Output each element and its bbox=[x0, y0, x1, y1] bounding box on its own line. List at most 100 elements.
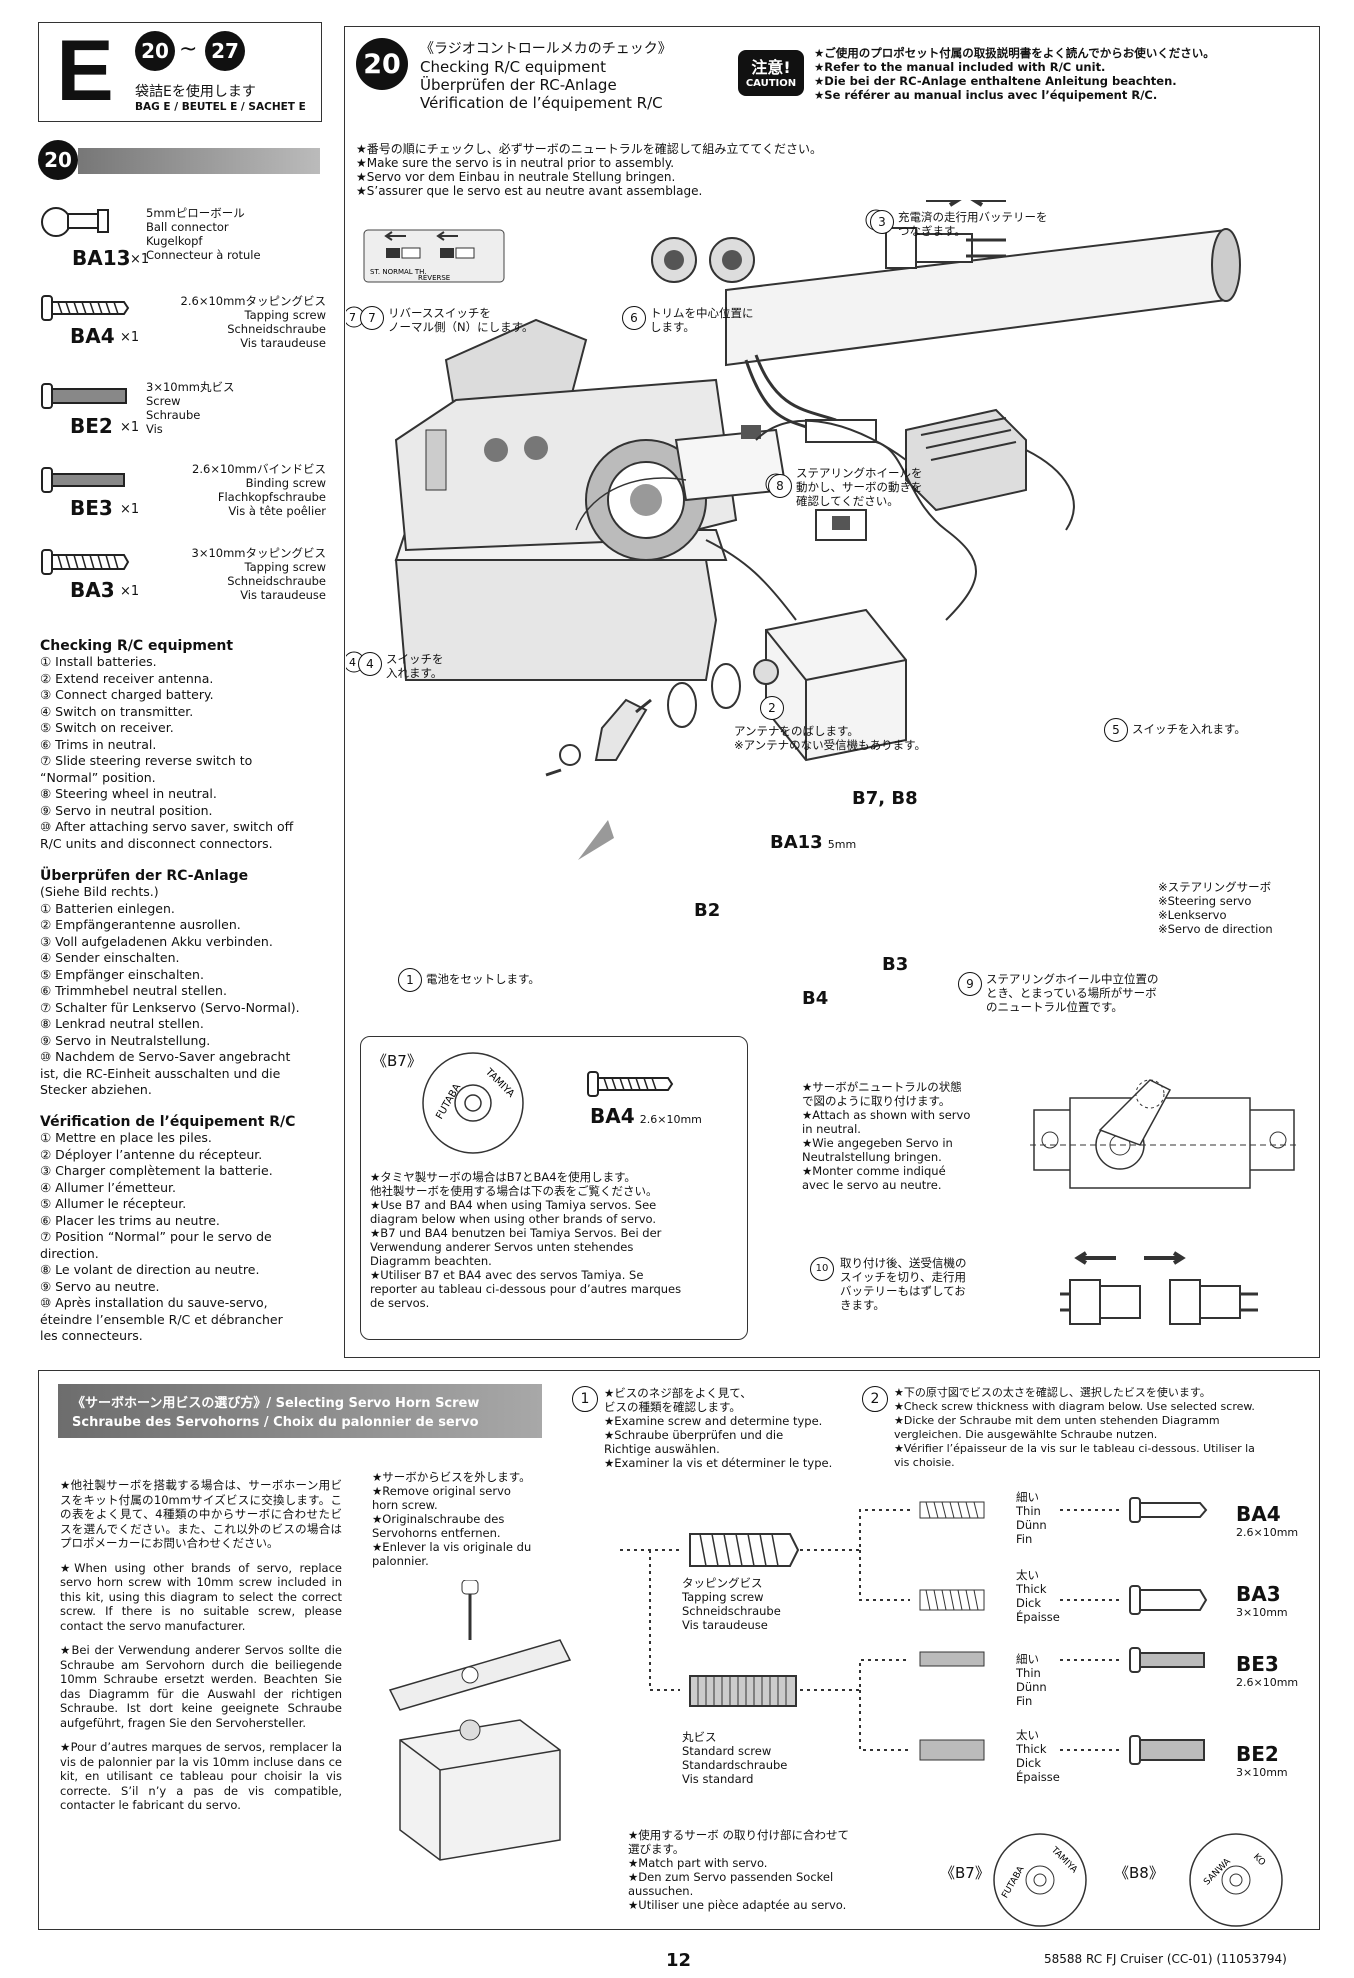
callout-5: 5 bbox=[1104, 718, 1128, 742]
part-be2: BE2 ×1 3×10mm丸ビス Screw Schraube Vis bbox=[40, 378, 330, 450]
bag-jp: 袋詰Eを使用します bbox=[135, 84, 256, 100]
b4-label: B4 bbox=[802, 988, 829, 1009]
switch-reverse-label: REVERSE bbox=[418, 274, 450, 282]
b3-label: B3 bbox=[882, 954, 909, 975]
callout-6: 6 bbox=[622, 306, 646, 330]
result-code: BA3 bbox=[1236, 1582, 1281, 1606]
callout-4: 4 bbox=[358, 652, 382, 676]
caution-badge: 注意! CAUTION bbox=[738, 50, 804, 96]
checklist-items: (Siehe Bild rechts.) ① Batterien einlege… bbox=[40, 884, 300, 1097]
step-from-badge: 20 bbox=[135, 31, 175, 71]
select-step-2: 2 bbox=[862, 1386, 888, 1412]
b7-ba4-label: BA4 2.6×10mm bbox=[590, 1104, 702, 1128]
round-screw-icon bbox=[41, 383, 127, 409]
steering-servo-label: ※ステアリングサーボ ※Steering servo ※Lenkservo ※S… bbox=[1158, 880, 1273, 936]
ba13-label: BA13 5mm bbox=[770, 832, 856, 853]
b7-info-box bbox=[360, 1036, 748, 1340]
tapping-screw-label: タッピングビス Tapping screw Schneidschraube Vi… bbox=[682, 1576, 781, 1632]
servo-horn-title-bar: 《サーボホーン用ビスの選び方》/ Selecting Servo Horn Sc… bbox=[58, 1384, 542, 1438]
instr-en: ★When using other brands of servo, repla… bbox=[60, 1560, 342, 1633]
b7-horn-icon: FUTABA TAMIYA bbox=[422, 1052, 524, 1154]
part-desc: 3×10mmタッピングビス Tapping screw Schneidschra… bbox=[191, 546, 327, 602]
battery-connector-closeup bbox=[885, 200, 1006, 269]
instr-de: ★Bei der Verwendung anderer Servos sollt… bbox=[60, 1643, 342, 1730]
ba4-code: BA4 bbox=[590, 1104, 635, 1128]
step-title-en: Checking R/C equipment bbox=[420, 58, 606, 76]
b7-option-horn-icon: FUTABA TAMIYA bbox=[993, 1833, 1087, 1927]
part-code: BA3 bbox=[70, 578, 115, 602]
disconnect-diagram bbox=[1060, 1251, 1258, 1325]
callout-2-text: アンテナをのばします。 ※アンテナのない受信機もあります。 bbox=[734, 724, 927, 752]
checklist-fr: Vérification de l’équipement R/C ① Mettr… bbox=[40, 1114, 340, 1345]
checklist-de: Überprüfen der RC-Anlage (Siehe Bild rec… bbox=[40, 868, 340, 1099]
step-title: 《ラジオコントロールメカのチェック》 Checking R/C equipmen… bbox=[420, 38, 672, 112]
svg-text:4: 4 bbox=[349, 656, 356, 669]
part-qty: ×1 bbox=[120, 420, 140, 435]
part-ba3: BA3 ×1 3×10mmタッピングビス Tapping screw Schne… bbox=[40, 544, 330, 616]
checklist-items: ① Install batteries. ② Extend receiver a… bbox=[40, 654, 294, 851]
battery-pack bbox=[725, 228, 1241, 443]
part-qty: ×1 bbox=[120, 330, 140, 345]
part-code: BE2 bbox=[70, 414, 113, 438]
standard-screw-label: 丸ビス Standard screw Standardschraube Vis … bbox=[682, 1730, 788, 1786]
callout-10: 10 bbox=[810, 1256, 834, 1281]
result-size: 3×10mm bbox=[1236, 1766, 1288, 1779]
part-code: BA13 bbox=[72, 246, 131, 270]
b8-option-horn-icon: SANWA KO bbox=[1189, 1833, 1283, 1927]
b2-label: B2 bbox=[694, 900, 721, 921]
part-desc: 3×10mm丸ビス Screw Schraube Vis bbox=[146, 380, 235, 436]
step-20-badge: 20 bbox=[356, 38, 408, 90]
remove-screw-note: ★サーボからビスを外します。 ★Remove original servo ho… bbox=[372, 1470, 532, 1568]
thick-label-1: 太い Thick Dick Épaisse bbox=[1016, 1568, 1060, 1624]
part-ba13: BA13 ×1 5mmピローボール Ball connector Kugelko… bbox=[40, 200, 330, 270]
result-ba4: BA4 2.6×10mm bbox=[1236, 1502, 1298, 1539]
caution-jp: 注意! bbox=[751, 58, 791, 77]
binding-screw-icon bbox=[41, 467, 125, 493]
result-code: BE2 bbox=[1236, 1742, 1279, 1766]
svg-text:7: 7 bbox=[349, 311, 356, 324]
servo-horn-removal-diagram bbox=[388, 1580, 572, 1861]
checklist-en: Checking R/C equipment ① Install batteri… bbox=[40, 638, 340, 852]
checklist-items: ① Mettre en place les piles. ② Déployer … bbox=[40, 1130, 283, 1343]
callout-10-text: 取り付け後、送受信機の スイッチを切り、走行用 バッテリーもはずしてお きます。 bbox=[840, 1256, 967, 1312]
checklist-title: Checking R/C equipment bbox=[40, 638, 234, 654]
parts-step-bar bbox=[78, 148, 320, 174]
trim-knobs-closeup bbox=[651, 237, 755, 283]
select-step-1-text: ★ビスのネジ部をよく見て、 ビスの種類を確認します。 ★Examine scre… bbox=[604, 1386, 833, 1470]
part-qty: ×1 bbox=[120, 584, 140, 599]
servo-horn-instructions: ★他社製サーボを搭載する場合は、サーボホーン用ビスをキット付属の10mmサイズビ… bbox=[60, 1478, 342, 1813]
result-code: BA4 bbox=[1236, 1502, 1281, 1526]
parts-step-badge: 20 bbox=[38, 140, 78, 180]
callout-3: 3 bbox=[870, 210, 894, 234]
callout-7: 7 bbox=[360, 306, 384, 330]
callout-number: 7 bbox=[360, 306, 384, 330]
caution-en: CAUTION bbox=[745, 78, 797, 89]
servo-horn-screw-panel bbox=[38, 1370, 1320, 1930]
result-size: 3×10mm bbox=[1236, 1606, 1288, 1619]
result-screws bbox=[1129, 1497, 1208, 1765]
step-tilde: ~ bbox=[179, 37, 198, 62]
result-size: 2.6×10mm bbox=[1236, 1526, 1299, 1539]
transmitter bbox=[394, 318, 738, 681]
switch-labels: ST. NORMAL TH. bbox=[370, 268, 427, 276]
caution-text: ★ご使用のプロポセット付属の取扱説明書をよく読んでからお使いください。 ★Ref… bbox=[814, 46, 1215, 102]
step-20-panel bbox=[344, 26, 1320, 1358]
step-number: 1 bbox=[572, 1386, 598, 1412]
part-code: BA4 bbox=[70, 324, 115, 348]
attach-note: ★サーボがニュートラルの状態 で図のように取り付けます。 ★Attach as … bbox=[802, 1080, 971, 1192]
part-ba4: BA4 ×1 2.6×10mmタッピングビス Tapping screw Sch… bbox=[40, 290, 330, 362]
page-number: 12 bbox=[666, 1950, 692, 1971]
rc-equipment-diagram: ST. NORMAL TH. REVERSE bbox=[346, 200, 1241, 860]
model-number: 58588 RC FJ Cruiser (CC-01) (11053794) bbox=[1044, 1952, 1287, 1966]
ba13-code: BA13 bbox=[770, 832, 823, 853]
thin-label-2: 細い Thin Dünn Fin bbox=[1016, 1652, 1047, 1708]
step-title-de: Überprüfen der RC-Anlage bbox=[420, 76, 617, 94]
part-qty: ×1 bbox=[120, 502, 140, 517]
checklist-title: Überprüfen der RC-Anlage bbox=[40, 868, 249, 884]
result-be2: BE2 3×10mm bbox=[1236, 1742, 1288, 1779]
callout-3-text: 充電済の走行用バッテリーを つなぎます。 bbox=[898, 210, 1048, 238]
b7b8-label: B7, B8 bbox=[852, 788, 918, 809]
callout-9-text: ステアリングホイール中立位置の とき、とまっている場所がサーボ のニュートラル位… bbox=[986, 972, 1159, 1014]
checklist-title: Vérification de l’équipement R/C bbox=[40, 1114, 296, 1130]
thin-label-1: 細い Thin Dünn Fin bbox=[1016, 1490, 1047, 1546]
